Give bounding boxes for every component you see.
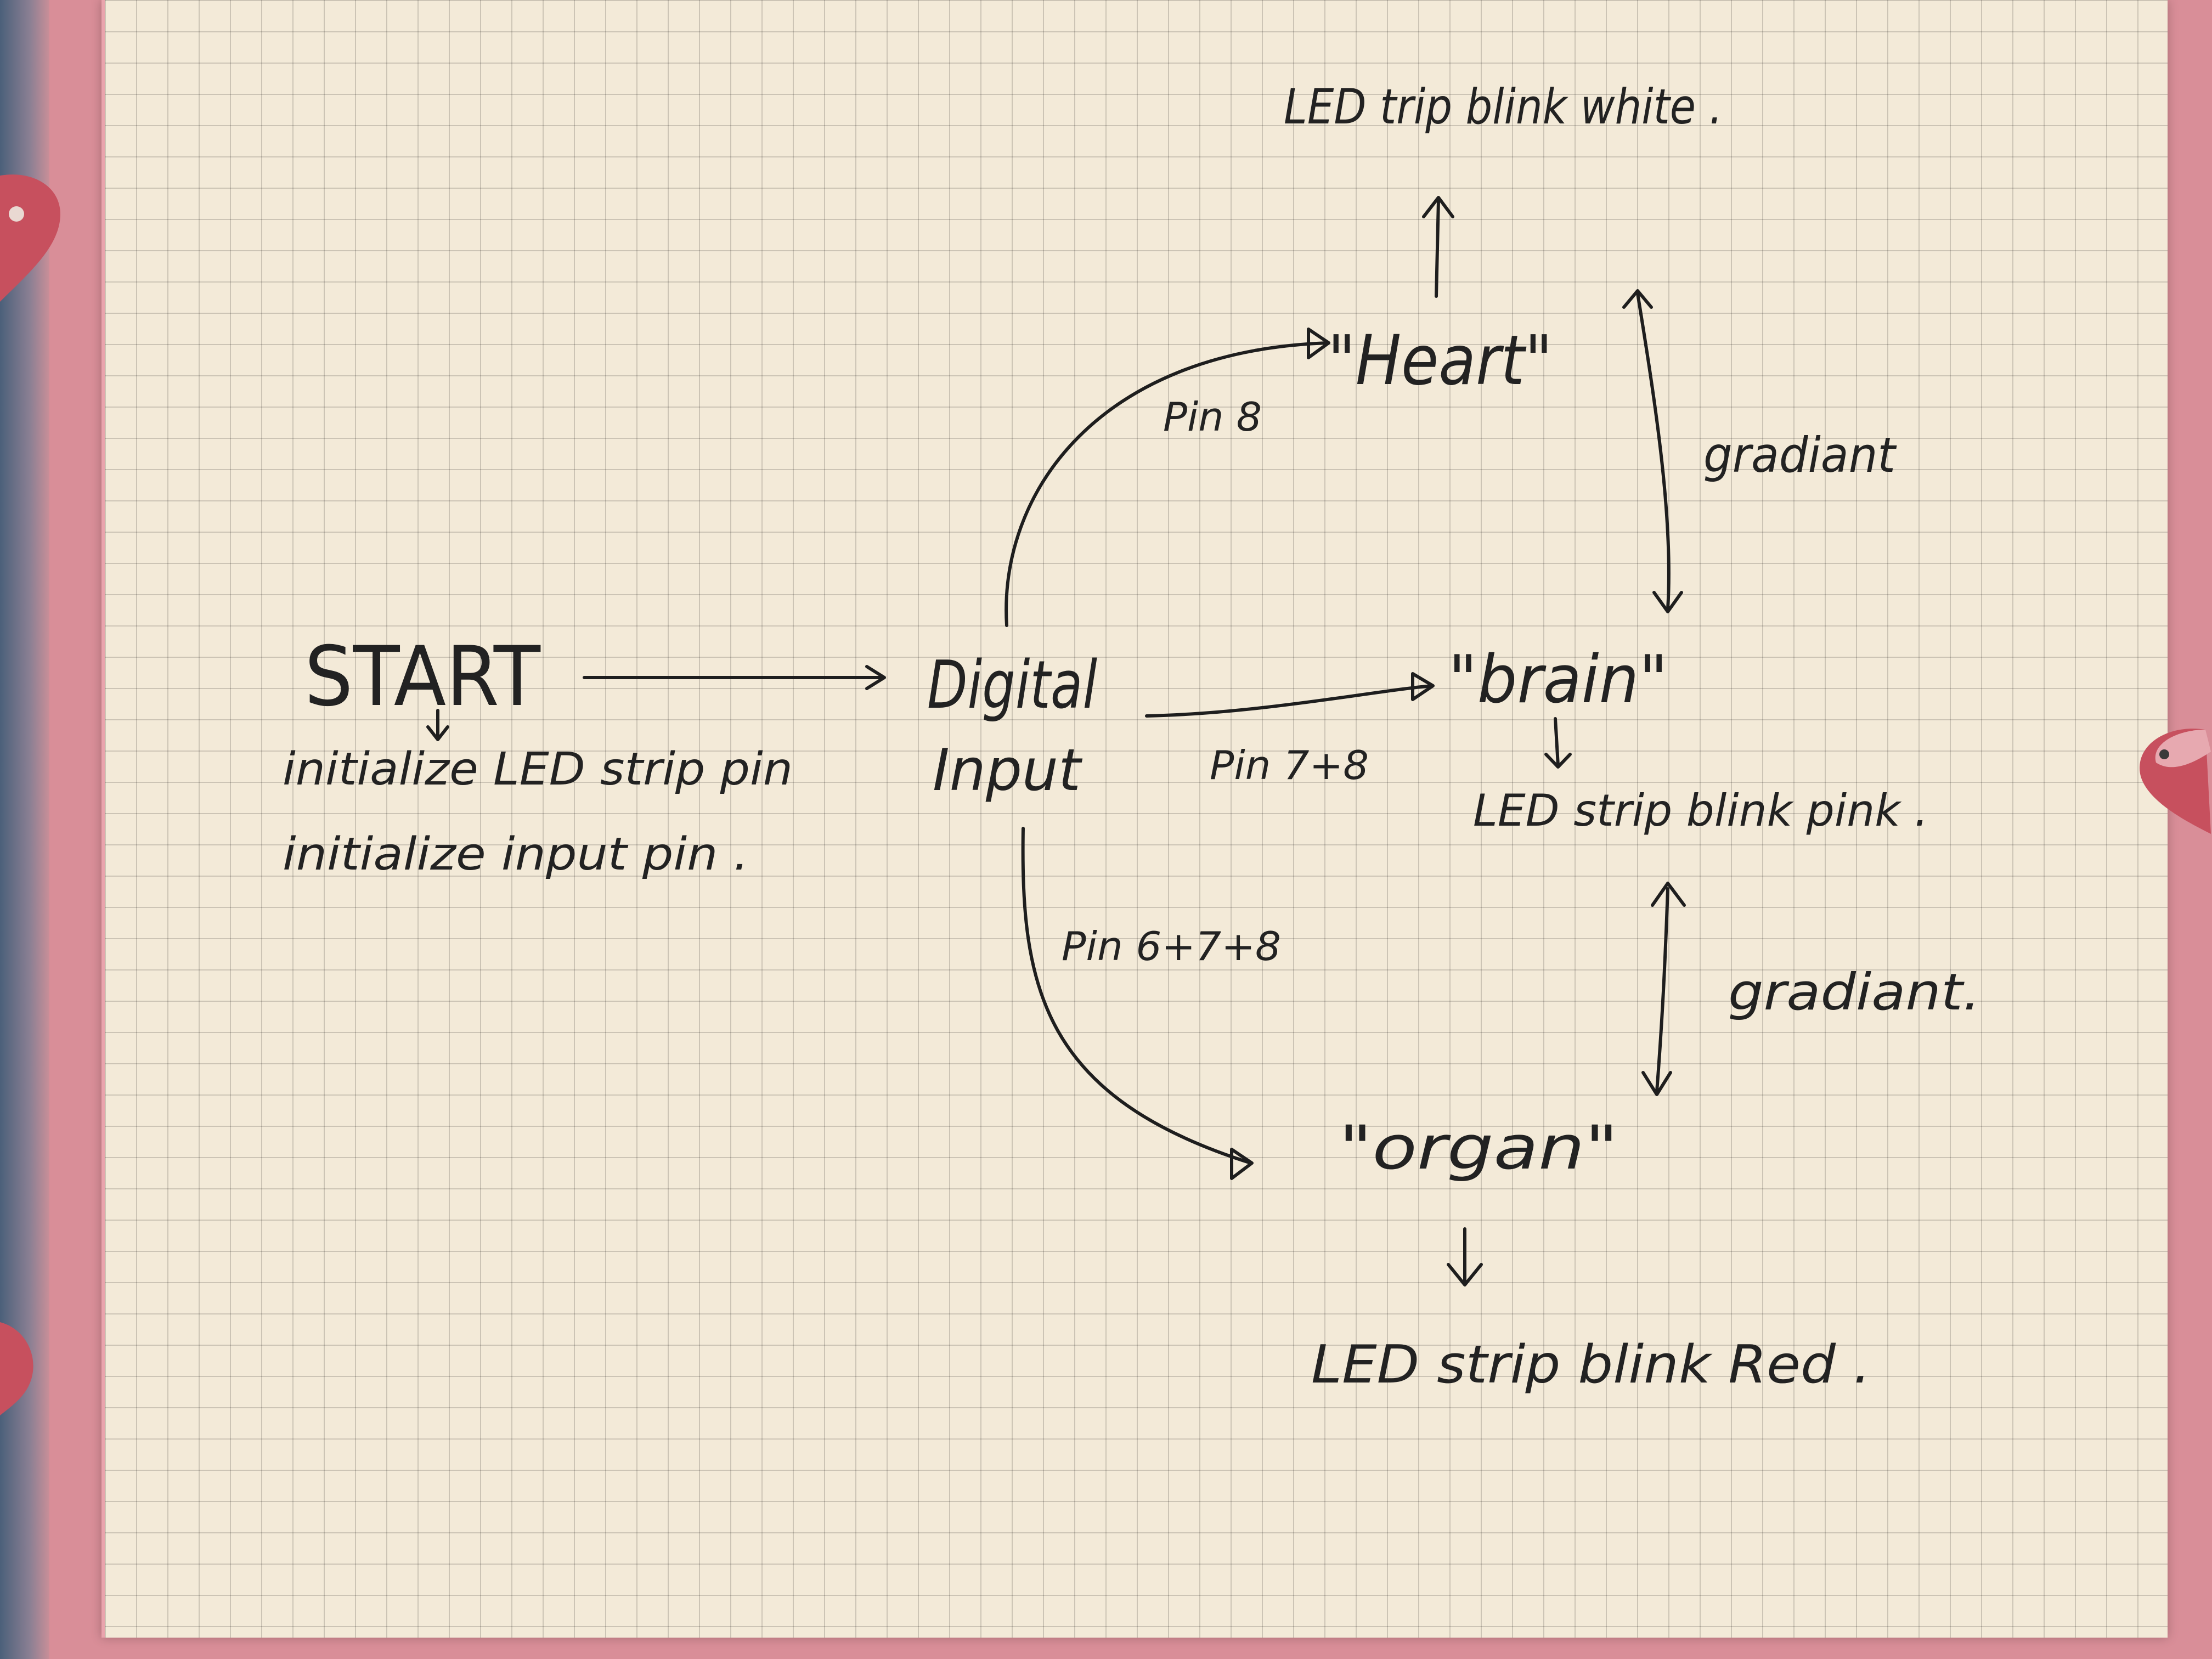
heart-node: "Heart" bbox=[1328, 321, 1553, 400]
edge-label-pin-8: Pin 8 bbox=[1163, 394, 1262, 440]
heart-sticker-icon bbox=[0, 174, 60, 302]
start-to-input-arrow-icon bbox=[583, 665, 886, 690]
edge-label-pin-7-8: Pin 7+8 bbox=[1210, 742, 1369, 788]
start-step-1: initialize LED strip pin bbox=[283, 743, 793, 795]
organ-node: "organ" bbox=[1339, 1113, 1618, 1183]
organ-down-arrow-icon bbox=[1447, 1227, 1483, 1286]
heart-up-arrow-icon bbox=[1422, 196, 1454, 298]
heart-brain-double-arrow-icon bbox=[1622, 289, 1683, 613]
start-step-2: initialize input pin . bbox=[283, 828, 749, 881]
brain-node: "brain" bbox=[1448, 642, 1668, 718]
grid-paper bbox=[101, 0, 2168, 1638]
digital-input-node-line1: Digital bbox=[927, 647, 1097, 724]
brain-organ-double-arrow-icon bbox=[1641, 882, 1686, 1096]
edge-label-gradiant-1: gradiant bbox=[1703, 427, 1897, 483]
heart-action: LED trip blink white . bbox=[1284, 78, 1723, 135]
start-node: START bbox=[304, 629, 541, 725]
heart-sticker-icon bbox=[2140, 729, 2211, 834]
input-to-organ-arrow-icon bbox=[1021, 827, 1254, 1180]
input-to-heart-arrow-icon bbox=[1005, 328, 1330, 627]
start-down-arrow-icon bbox=[426, 709, 449, 741]
edge-label-pin-6-7-8: Pin 6+7+8 bbox=[1062, 923, 1281, 969]
input-to-brain-arrow-icon bbox=[1145, 672, 1435, 718]
edge-label-gradiant-2: gradiant. bbox=[1728, 963, 1980, 1022]
brain-down-arrow-icon bbox=[1544, 717, 1572, 769]
digital-input-node-line2: Input bbox=[933, 737, 1083, 804]
heart-sticker-icon bbox=[0, 1322, 33, 1415]
brain-action: LED strip blink pink . bbox=[1473, 785, 1928, 836]
organ-action: LED strip blink Red . bbox=[1311, 1335, 1871, 1395]
